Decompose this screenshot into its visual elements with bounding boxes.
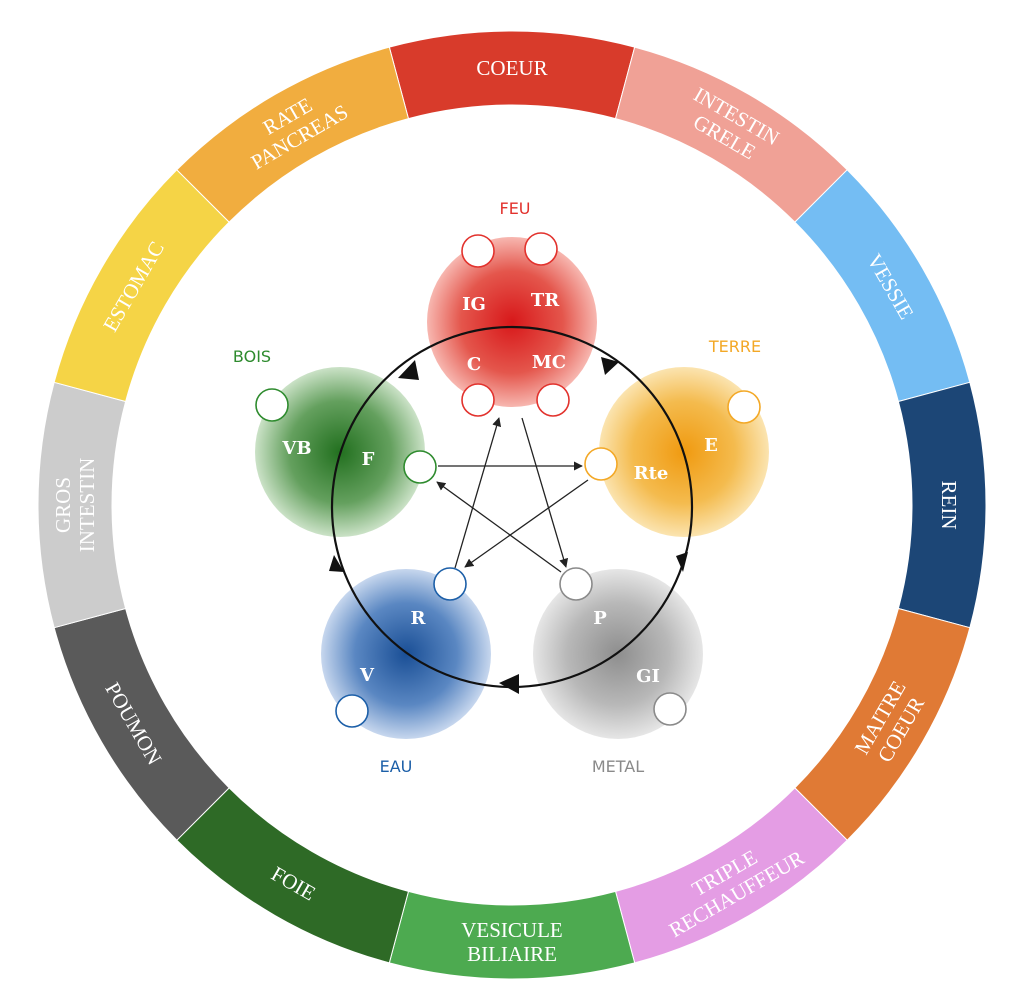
ring-segment-label: COEUR bbox=[476, 56, 547, 80]
element-metal: METAL P GI bbox=[533, 569, 703, 776]
control-terre-eau bbox=[464, 479, 589, 568]
cycle-arrow-metal-eau bbox=[499, 674, 519, 694]
point-markers bbox=[255, 232, 761, 728]
ring-segment-text: INTESTIN bbox=[75, 458, 99, 552]
feu-label: FEU bbox=[499, 199, 530, 218]
organ-e: E bbox=[704, 435, 718, 456]
metal-label: METAL bbox=[592, 757, 644, 776]
point-mc bbox=[536, 383, 570, 417]
element-eau: EAU R V bbox=[321, 569, 491, 776]
organ-ig: IG bbox=[462, 294, 486, 315]
control-eau-feu bbox=[454, 417, 502, 569]
bois-label: BOIS bbox=[233, 347, 271, 366]
organ-rte: Rte bbox=[634, 463, 669, 484]
point-gi bbox=[653, 692, 687, 726]
control-feu-metal bbox=[521, 417, 569, 568]
element-bois: BOIS VB F bbox=[233, 347, 425, 537]
ring-segment-text: BILIAIRE bbox=[467, 942, 557, 966]
organ-mc: MC bbox=[532, 352, 566, 373]
organ-ring: COEURINTESTINGRELEVESSIEREINMAITRECOEURT… bbox=[37, 30, 987, 980]
point-r bbox=[433, 567, 467, 601]
terre-label: TERRE bbox=[708, 337, 761, 356]
point-v bbox=[335, 694, 369, 728]
cycle-arrow-feu-terre bbox=[601, 357, 619, 375]
ring-segment-label: REIN bbox=[937, 481, 961, 530]
ring-segment-text: VESICULE bbox=[461, 918, 563, 942]
point-c bbox=[461, 383, 495, 417]
organ-tr: TR bbox=[531, 290, 560, 311]
element-feu: FEU IG TR C MC bbox=[427, 199, 597, 407]
ring-segment bbox=[176, 46, 410, 223]
cycle-arrow-bois-feu bbox=[398, 360, 419, 380]
eau-label: EAU bbox=[380, 757, 413, 776]
eau-blob bbox=[321, 569, 491, 739]
point-f bbox=[403, 450, 437, 484]
organ-vb: VB bbox=[281, 438, 311, 459]
organ-r: R bbox=[411, 608, 427, 629]
organ-gi: GI bbox=[636, 666, 660, 687]
point-rte bbox=[584, 447, 618, 481]
cycle-arrow-terre-metal bbox=[676, 552, 688, 572]
feu-blob bbox=[427, 237, 597, 407]
cycle-arrowheads bbox=[329, 357, 688, 694]
ring-segment-text: GROS bbox=[51, 477, 75, 533]
organ-p: P bbox=[593, 608, 607, 629]
point-p bbox=[559, 567, 593, 601]
point-e bbox=[727, 390, 761, 424]
point-tr bbox=[524, 232, 558, 266]
point-ig bbox=[461, 234, 495, 268]
cycle-arrow-eau-bois bbox=[329, 555, 344, 572]
control-metal-bois bbox=[436, 481, 562, 573]
ring-segment-text: COEUR bbox=[476, 56, 547, 80]
organ-f: F bbox=[362, 449, 375, 470]
control-star bbox=[436, 417, 589, 573]
organ-v: V bbox=[359, 665, 375, 686]
organ-c: C bbox=[467, 354, 481, 375]
ring-segment-text: REIN bbox=[937, 481, 961, 530]
point-vb bbox=[255, 388, 289, 422]
